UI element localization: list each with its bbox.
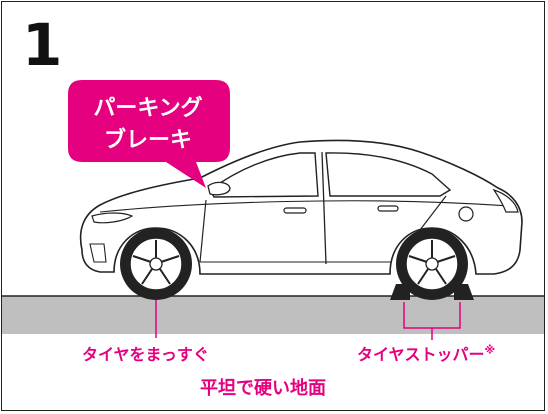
front-door-handle — [283, 207, 307, 214]
front-wheel — [120, 228, 192, 300]
tire-stopper-rear — [454, 284, 474, 300]
ground-band — [2, 296, 544, 334]
front-tire-label: タイヤをまっすぐ — [82, 345, 209, 364]
rear-window — [325, 152, 452, 197]
callout-line-1: パーキング — [93, 96, 203, 121]
ground-label: 平坦で硬い地面 — [200, 378, 326, 399]
front-bumper-intake — [89, 243, 107, 263]
callout-text: パーキング ブレーキ — [74, 93, 222, 157]
callout-line-2: ブレーキ — [103, 128, 192, 153]
door-line-front — [199, 199, 207, 263]
callout-bubble — [68, 80, 230, 188]
body-crease — [99, 200, 511, 213]
side-mirror — [207, 181, 231, 196]
door-line-rear — [419, 195, 447, 231]
headlight — [91, 212, 134, 224]
tire-stopper-front — [390, 284, 410, 300]
tail-light — [492, 188, 519, 213]
tire-stopper-label: タイヤストッパー※ — [357, 341, 495, 365]
rear-door-handle — [377, 205, 399, 212]
rear-wheel — [396, 228, 468, 300]
step-number: 1 — [22, 11, 63, 79]
tire-stopper-text: タイヤストッパー — [357, 345, 485, 364]
front-window — [209, 152, 319, 198]
b-pillar — [321, 151, 327, 265]
stopper-note-mark: ※ — [484, 343, 496, 357]
fuel-cap — [458, 206, 474, 222]
